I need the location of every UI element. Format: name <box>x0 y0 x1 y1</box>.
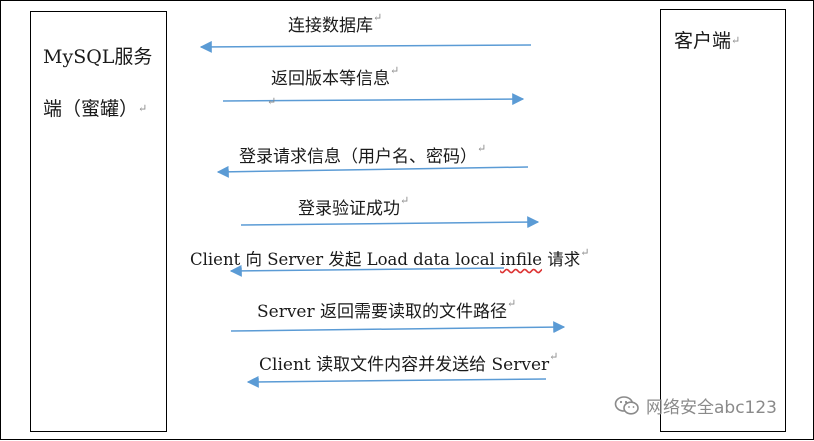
arrow-connect-db <box>199 40 532 53</box>
spellcheck-flagged-word: infile <box>500 250 543 269</box>
arrow-return-file-path <box>230 321 566 334</box>
message-label: 登录验证成功↵ <box>298 194 410 219</box>
paragraph-mark: ↵ <box>267 95 277 108</box>
arrow-send-file-content <box>246 375 547 388</box>
message-label: Client 读取文件内容并发送给 Server↵ <box>259 350 559 375</box>
arrow-return-version <box>222 93 525 106</box>
message-label: 连接数据库↵ <box>288 11 383 36</box>
message-label: Client 向 Server 发起 Load data local infil… <box>190 246 590 269</box>
client-box: 客户端↵ <box>660 9 786 432</box>
mysql-server-box: MySQL服务端（蜜罐）↵ <box>30 11 167 432</box>
watermark-text: 网络安全abc123 <box>646 398 778 418</box>
wechat-icon <box>614 395 639 415</box>
client-label: 客户端↵ <box>674 30 741 52</box>
message-label: Server 返回需要读取的文件路径↵ <box>257 297 517 322</box>
message-label: 返回版本等信息↵ <box>271 64 400 89</box>
watermark: 网络安全abc123 <box>614 393 777 418</box>
arrow-load-data-request <box>229 264 505 277</box>
server-label: MySQL服务端（蜜罐）↵ <box>43 46 153 120</box>
message-label: 登录请求信息（用户名、密码）↵ <box>239 142 487 167</box>
arrow-login-request <box>216 165 529 178</box>
arrow-login-success <box>240 216 540 229</box>
